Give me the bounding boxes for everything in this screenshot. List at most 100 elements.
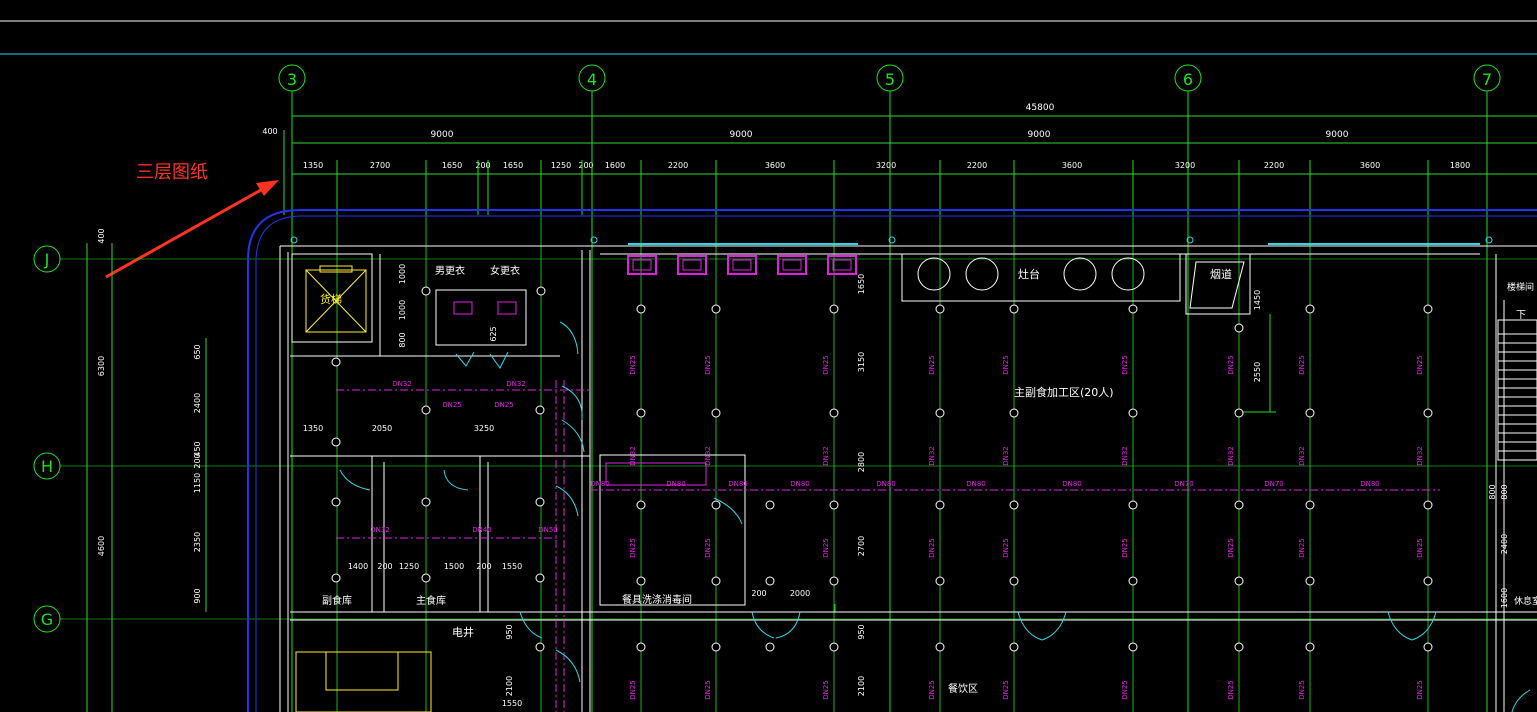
pipe-label: DN25	[928, 538, 936, 558]
dim-left-outer-1: 6300	[97, 356, 106, 376]
room-elevator: 货梯	[320, 292, 342, 306]
pipe-label-h-1: DN80	[666, 480, 686, 488]
pipe-label-h-14: DN32	[370, 526, 390, 534]
pipe-label: DN32	[928, 446, 936, 466]
dim-int-0: 1350	[303, 424, 323, 433]
building-outline	[247, 209, 1537, 712]
room-shaft: 电井	[452, 625, 474, 639]
dim-sub-3: 200	[475, 161, 490, 170]
pipe-label: DN25	[704, 355, 712, 375]
dim-right-0: 1650	[857, 274, 866, 294]
dim-sub-1: 2700	[370, 161, 390, 170]
pipe-label: DN25	[704, 680, 712, 700]
dim-right-1: 3150	[857, 352, 866, 372]
pipe-label-group: DN25DN32DN25DN25DN25DN32DN25DN25DN25DN32…	[370, 355, 1424, 700]
dim-int-8: 1550	[502, 562, 522, 571]
pipe-label-h-11: DN32	[506, 380, 526, 388]
stove-burners	[917, 257, 1145, 291]
room-storage: 副食库	[322, 594, 352, 607]
pipe-label: DN25	[1121, 680, 1129, 700]
pipe-label-h-16: DN50	[538, 526, 558, 534]
pipe-label: DN32	[1227, 446, 1235, 466]
pipe-label: DN25	[1416, 680, 1424, 700]
dim-total: 45800	[1026, 103, 1055, 113]
pipe-label: DN25	[1002, 680, 1010, 700]
room-men-changing: 男更衣	[435, 264, 465, 277]
dim-sub-16: 1800	[1450, 161, 1470, 170]
dim-sub-15: 3600	[1360, 161, 1380, 170]
door-arc-10	[1041, 611, 1067, 641]
dim-left-inner-6: 900	[193, 588, 202, 603]
pipe-label: DN25	[1002, 538, 1010, 558]
door-arc-0	[559, 321, 579, 355]
dim-sub-4: 1650	[503, 161, 523, 170]
door-arc-14	[555, 649, 581, 683]
dim-right-7: 1450	[1253, 290, 1262, 310]
axis-label-4: 4	[587, 70, 597, 89]
dim-far-right-0: 800	[1500, 484, 1509, 499]
pipe-label-h-12: DN25	[442, 401, 462, 409]
pipe-label: DN32	[704, 446, 712, 466]
dim-left-inner-2: 450	[193, 441, 202, 456]
dim-int-11: 1550	[502, 699, 522, 708]
fixture-points	[290, 236, 1493, 652]
door-arc-9	[1017, 611, 1043, 641]
pipe-label: DN25	[1298, 680, 1306, 700]
door-arc-12	[1411, 611, 1437, 641]
dim-int-3: 1400	[348, 562, 368, 571]
dim-sub-2: 1650	[442, 161, 462, 170]
dim-left-outer-0: 400	[97, 228, 106, 243]
pipe-label-h-8: DN70	[1264, 480, 1284, 488]
dim-int-7: 200	[476, 562, 491, 571]
pipe-label: DN25	[629, 355, 637, 375]
dim-int-v-2: 800	[1488, 484, 1497, 499]
axis-label-5: 5	[885, 70, 895, 89]
door-swing-0	[455, 351, 475, 367]
room-women-changing: 女更衣	[490, 264, 520, 277]
pipe-label: DN25	[1227, 538, 1235, 558]
sink-group	[453, 255, 857, 315]
axis-label-G: G	[41, 610, 53, 629]
room-dining: 餐饮区	[948, 682, 978, 695]
dim-bay-2: 9000	[730, 130, 753, 140]
dim-bay-1: 9000	[431, 130, 454, 140]
door-arc-7	[751, 611, 775, 639]
dim-sub-10: 3200	[876, 161, 896, 170]
pipe-label: DN25	[1298, 355, 1306, 375]
dim-sub-7: 1600	[605, 161, 625, 170]
pipe-label: DN25	[1227, 680, 1235, 700]
elevator-icon	[295, 265, 432, 712]
dim-left-inner-1: 2400	[193, 393, 202, 413]
pipe-label: DN25	[629, 680, 637, 700]
pipe-label: DN25	[1121, 538, 1129, 558]
pipe-label: DN25	[1416, 538, 1424, 558]
door-arc-3	[339, 469, 371, 491]
red-arrow-icon	[105, 180, 279, 279]
dim-left-inner-0: 650	[193, 344, 202, 359]
pipe-label: DN25	[822, 680, 830, 700]
door-arc-15	[1511, 689, 1531, 712]
dim-right-3: 2700	[857, 536, 866, 556]
pipe-label: DN25	[928, 355, 936, 375]
dim-int-5: 1250	[399, 562, 419, 571]
door-arc-11	[1387, 611, 1413, 641]
dim-int-10: 2000	[790, 589, 810, 598]
door-arc-1	[561, 385, 583, 421]
room-stove: 灶台	[1018, 267, 1040, 281]
pipe-label: DN25	[1416, 355, 1424, 375]
door-arc-6	[713, 497, 743, 525]
dim-left-inner-4: 1150	[193, 473, 202, 493]
dim-int-4: 200	[377, 562, 392, 571]
axis-bubble-G: G	[33, 605, 1537, 633]
pipe-label: DN32	[1416, 446, 1424, 466]
door-arc-5	[555, 485, 579, 517]
pipe-label: DN25	[1002, 355, 1010, 375]
dim-sub-13: 3200	[1175, 161, 1195, 170]
dim-int-9: 200	[751, 589, 766, 598]
dim-far-right-2: 1600	[1500, 588, 1509, 608]
pipe-label: DN25	[822, 355, 830, 375]
room-staff: 休息室	[1514, 595, 1537, 607]
dim-sub-5: 1250	[551, 161, 571, 170]
dim-bay-4: 9000	[1326, 130, 1349, 140]
